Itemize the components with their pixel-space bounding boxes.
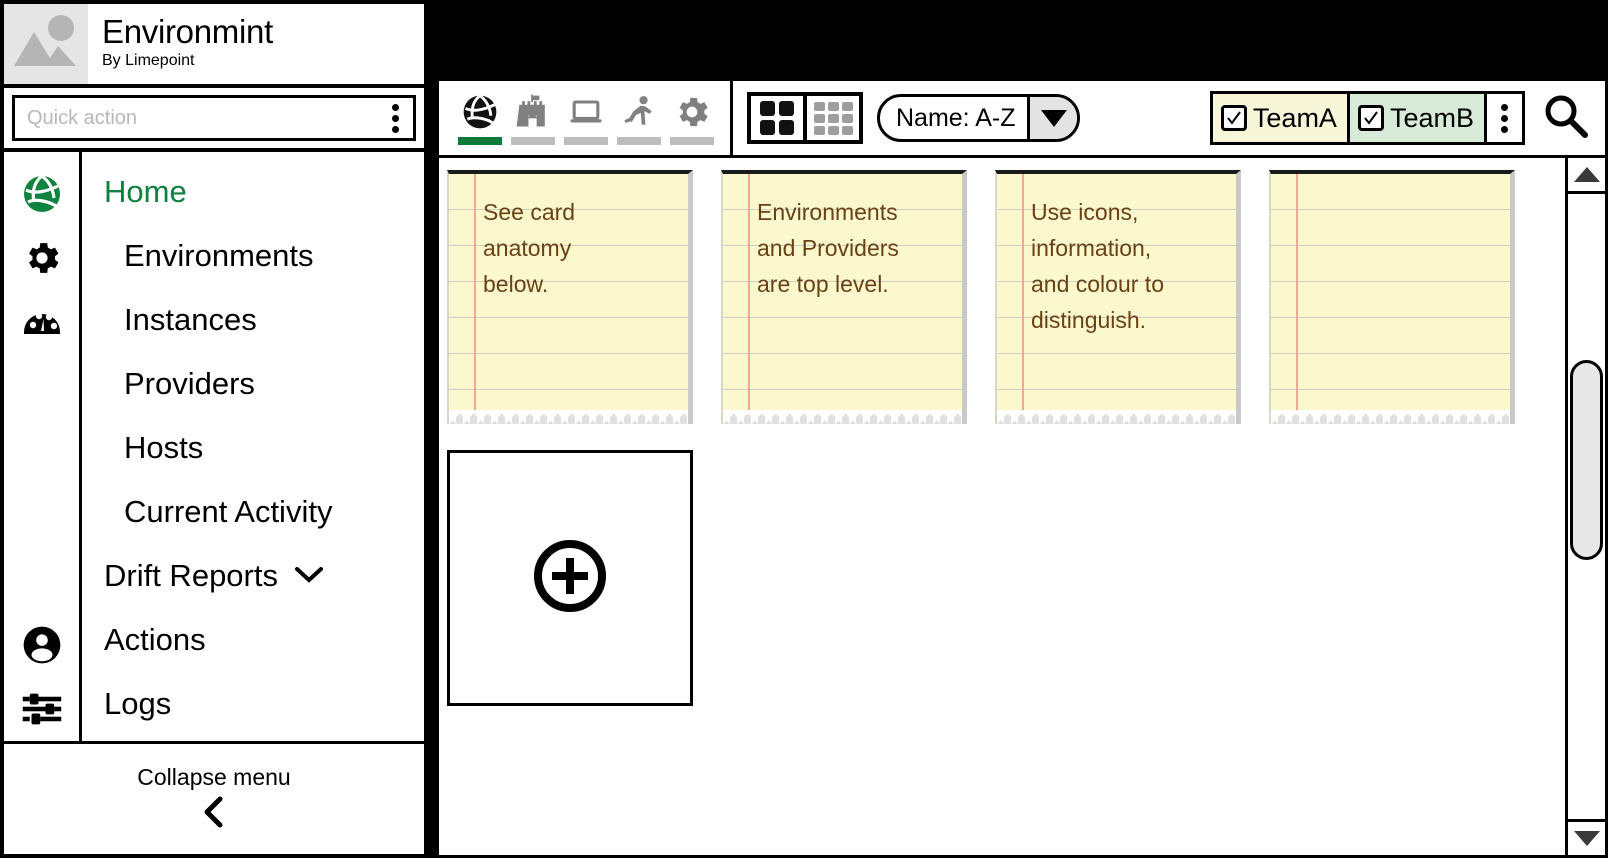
sidebar-item-current-activity[interactable]: Current Activity: [82, 480, 424, 544]
checkbox-checked-icon[interactable]: [1357, 105, 1384, 131]
sidebar-item-label: Current Activity: [124, 494, 333, 529]
sidebar-item-label: Actions: [104, 622, 206, 657]
app-subtitle: By Limepoint: [102, 52, 195, 70]
note-torn-edge: [1271, 410, 1510, 424]
tab-laptop[interactable]: [559, 87, 612, 149]
toolbar: Name: A-Z TeamA TeamB: [436, 78, 1608, 158]
scrollbar-vertical[interactable]: [1568, 158, 1608, 858]
plus-circle-icon: [528, 534, 612, 623]
search-button[interactable]: [1539, 81, 1605, 155]
divider: [803, 96, 807, 140]
team-chip-a[interactable]: TeamA: [1212, 94, 1347, 142]
scrollbar-thumb[interactable]: [1570, 360, 1603, 560]
gear-icon[interactable]: [4, 226, 79, 290]
note-text: Environments and Providers are top level…: [757, 199, 899, 297]
tab-indicator: [616, 137, 661, 145]
gauge-icon[interactable]: [4, 290, 79, 354]
sidebar-item-label: Logs: [104, 686, 172, 721]
view-toggle: [747, 92, 863, 144]
sidebar-item-label: Home: [104, 174, 187, 209]
chevron-left-icon: [194, 795, 234, 834]
sidebar-item-instances[interactable]: Instances: [82, 288, 424, 352]
content-panel: See card anatomy below. Environments and…: [436, 158, 1568, 858]
search-icon: [1539, 90, 1591, 147]
kebab-menu-icon[interactable]: [388, 103, 403, 133]
tab-indicator: [457, 137, 502, 145]
brand-text: Environmint By Limepoint: [88, 4, 273, 84]
collapse-menu-label: Collapse menu: [137, 764, 291, 790]
sidebar-item-drift-reports[interactable]: Drift Reports: [82, 544, 424, 608]
sidebar-item-label: Providers: [124, 366, 255, 401]
sidebar: Environmint By Limepoint: [0, 0, 428, 858]
user-circle-icon[interactable]: [4, 613, 79, 677]
note-torn-edge: [997, 410, 1236, 424]
tab-settings[interactable]: [665, 87, 718, 149]
tab-castle[interactable]: [506, 87, 559, 149]
sort-value: Name: A-Z: [896, 103, 1016, 132]
sidebar-item-label: Hosts: [124, 430, 204, 465]
sort-dropdown[interactable]: Name: A-Z: [877, 94, 1081, 142]
add-card-button[interactable]: [447, 450, 693, 706]
nav-icon-rail: [4, 152, 82, 741]
kebab-menu-icon[interactable]: [1484, 94, 1522, 142]
grid-2x2-icon: [760, 101, 794, 135]
nav-list: Home Environments Instances Providers Ho…: [82, 152, 424, 741]
quick-action-section: [4, 88, 424, 152]
grid-3x3-icon: [813, 101, 853, 135]
sidebar-item-home[interactable]: Home: [82, 160, 424, 224]
note-card[interactable]: Use icons, information, and colour to di…: [995, 170, 1241, 424]
sidebar-item-environments[interactable]: Environments: [82, 224, 424, 288]
tab-globe[interactable]: [453, 87, 506, 149]
chevron-down-icon[interactable]: [292, 558, 326, 594]
sidebar-item-label: Environments: [124, 238, 314, 273]
notes-row: See card anatomy below. Environments and…: [439, 170, 1565, 424]
note-card[interactable]: See card anatomy below.: [447, 170, 693, 424]
team-label: TeamB: [1389, 102, 1474, 133]
quick-action-input[interactable]: [27, 106, 388, 130]
team-chip-b[interactable]: TeamB: [1346, 94, 1484, 142]
sliders-icon[interactable]: [4, 677, 79, 741]
tab-indicator: [669, 137, 714, 145]
note-torn-edge: [723, 410, 962, 424]
app-title: Environmint: [102, 13, 273, 51]
caret-down-icon[interactable]: [1027, 97, 1078, 139]
grid-2x2-view-button[interactable]: [751, 96, 803, 140]
tab-indicator: [563, 137, 608, 145]
sidebar-item-providers[interactable]: Providers: [82, 352, 424, 416]
team-label: TeamA: [1252, 102, 1337, 133]
scroll-up-button[interactable]: [1568, 158, 1605, 194]
note-ruled-lines: [1271, 174, 1510, 424]
team-filter: TeamA TeamB: [1209, 91, 1525, 145]
note-text: Use icons, information, and colour to di…: [1031, 199, 1164, 333]
note-card[interactable]: Environments and Providers are top level…: [721, 170, 967, 424]
globe-network-icon[interactable]: [4, 162, 79, 226]
tab-activity[interactable]: [612, 87, 665, 149]
note-torn-edge: [449, 410, 688, 424]
sidebar-item-logs[interactable]: Logs: [82, 672, 424, 736]
scrollbar-track[interactable]: [1568, 194, 1605, 819]
checkbox-checked-icon[interactable]: [1220, 105, 1247, 131]
grid-3x3-view-button[interactable]: [807, 96, 859, 140]
toolbar-tabs: [439, 81, 733, 155]
note-text: See card anatomy below.: [483, 199, 576, 297]
main-area: Name: A-Z TeamA TeamB: [436, 78, 1608, 858]
brand-header: Environmint By Limepoint: [4, 4, 424, 88]
sidebar-item-label: Drift Reports: [104, 558, 278, 593]
toolbar-controls: Name: A-Z: [733, 81, 1090, 155]
note-card[interactable]: [1269, 170, 1515, 424]
quick-action-box[interactable]: [12, 95, 416, 141]
scroll-down-button[interactable]: [1568, 819, 1605, 855]
nav-area: Home Environments Instances Providers Ho…: [4, 152, 424, 744]
sidebar-item-label: Instances: [124, 302, 257, 337]
triangle-up-icon: [1573, 167, 1600, 182]
collapse-menu-button[interactable]: Collapse menu: [4, 744, 424, 854]
sidebar-item-hosts[interactable]: Hosts: [82, 416, 424, 480]
sidebar-item-actions[interactable]: Actions: [82, 608, 424, 672]
tab-indicator: [510, 137, 555, 145]
image-placeholder-icon: [4, 4, 88, 84]
triangle-down-icon: [1573, 831, 1600, 846]
